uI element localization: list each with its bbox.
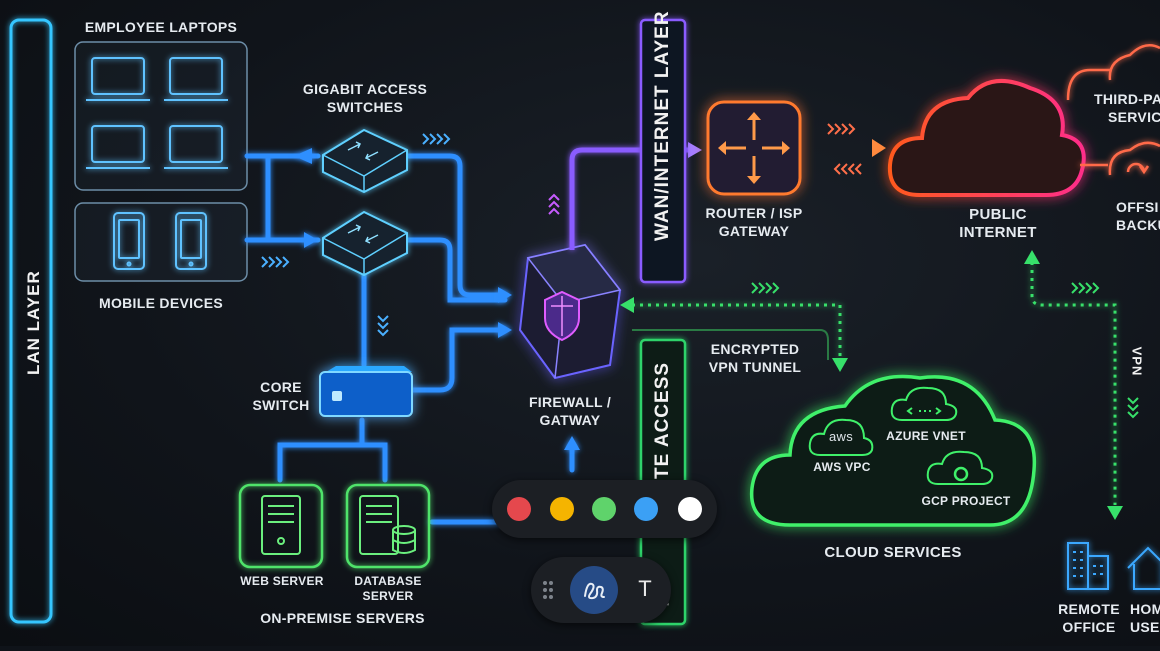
wan-layer-box [639,18,687,284]
mobile-icons [113,212,207,270]
color-palette [492,480,717,538]
core-switch-label-line1: CORE [260,379,302,395]
firewall-label: FIREWALL / GATWAY [510,393,630,429]
core-switch-label: CORE SWITCH [238,378,324,414]
offsite-backup-cloud [1080,141,1160,176]
isp-arrowhead [872,139,886,157]
offsite-backup-label-line2: BACKU [1116,217,1160,233]
draw-tool-button[interactable] [570,566,618,614]
pen-squiggle-icon [584,582,605,600]
wan-link [569,147,690,250]
wan-arrowhead [688,142,702,158]
color-swatch-white[interactable] [678,497,702,521]
vpn-arrowhead-up [1024,250,1040,264]
public-internet-label-line1: PUBLIC [969,206,1027,223]
remote-office-label-line1: REMOTE [1058,601,1120,617]
laptop-icons [86,57,228,169]
gcp-cloud-icon [926,450,994,485]
web-server-icon [261,495,301,555]
remote-office-label-line2: OFFICE [1062,619,1116,635]
color-swatch-blue[interactable] [634,497,658,521]
lan-arrowheads [294,148,580,450]
mobile-panel [74,202,248,282]
aws-vpc-label: AWS VPC [813,460,871,474]
web-server-label: WEB SERVER [240,574,324,588]
on-premise-servers-label: ON-PREMISE SERVERS [260,610,425,626]
lan-links [244,153,575,525]
home-user-label-line2: USE [1130,619,1160,635]
drag-handle-icon[interactable] [543,581,555,599]
lan-layer-bar [9,18,53,624]
gcp-project-label: GCP PROJECT [921,494,1011,508]
firewall-label-line1: FIREWALL / [528,394,612,410]
vpn-line-secondary [632,329,829,360]
vpn-arrowhead-remote [1107,506,1123,520]
core-switch-label-line2: SWITCH [252,397,310,413]
aws-logo-text: aws [828,429,854,444]
color-swatch-red[interactable] [507,497,531,521]
public-internet-label: PUBLIC INTERNET [948,206,1048,242]
up-chevrons [548,193,560,215]
cloud-services-label: CLOUD SERVICES [824,544,962,561]
third-party-label-line1: THIRD-PA [1094,91,1160,107]
database-server-label-line2: SERVER [362,589,414,603]
vpn-tunnel-label-line2: VPN TUNNEL [708,359,802,375]
third-party-cloud [1066,43,1160,101]
access-switches-label-line1: GIGABIT ACCESS [302,81,428,97]
home-user-label: HOM USE [1130,600,1160,636]
vpn-links [632,262,1117,505]
laptops-label: EMPLOYEE LAPTOPS [84,19,238,35]
offsite-backup-label-line1: OFFSI [1116,199,1159,215]
home-user-icon [1127,546,1160,590]
access-switch-1 [322,128,408,194]
router-label-line1: ROUTER / ISP [705,205,803,221]
web-server-box [238,483,324,569]
color-swatch-yellow[interactable] [550,497,574,521]
chevron-markers [261,133,451,337]
vpn-tunnel-label-line1: ENCRYPTED [710,341,800,357]
vpn-label: VPN [1129,346,1145,377]
access-switches-label-line2: SWITCHES [326,99,404,115]
public-internet-label-line2: INTERNET [959,224,1037,241]
router-device [706,100,802,196]
annotation-toolbar: T [531,557,671,623]
wan-layer-label: WAN/INTERNET LAYER [652,10,673,241]
database-server-label: DATABASE SERVER [338,574,438,604]
home-user-label-line1: HOM [1130,601,1160,617]
text-tool-button[interactable]: T [638,576,652,601]
firewall-device [518,243,622,380]
color-swatch-green[interactable] [592,497,616,521]
access-switches-label: GIGABIT ACCESS SWITCHES [295,80,435,116]
vpn-chevrons [751,282,1139,419]
core-switch [319,366,413,417]
third-party-label: THIRD-PA SERVIC [1094,90,1160,126]
remote-access-label: TE ACCESS [652,361,673,479]
access-switch-2 [322,210,408,277]
router-label-line2: GATEWAY [718,223,790,239]
offsite-backup-label: OFFSI BACKU [1116,198,1160,234]
mobile-label: MOBILE DEVICES [99,295,223,311]
vpn-arrowhead-left [620,297,634,313]
public-internet-cloud [887,79,1086,197]
isp-chevrons [827,123,862,175]
cloud-services-cloud [749,374,1037,527]
database-server-label-line1: DATABASE [354,574,422,588]
vpn-arrowhead-down [832,358,848,372]
router-label: ROUTER / ISP GATEWAY [694,204,814,240]
remote-office-label: REMOTE OFFICE [1052,600,1126,636]
laptops-panel [74,41,248,191]
third-party-label-line2: SERVIC [1108,109,1160,125]
lan-layer-label: LAN LAYER [24,270,43,375]
azure-cloud-icon [890,386,958,421]
azure-vnet-label: AZURE VNET [886,429,966,443]
remote-office-icon [1067,542,1109,590]
aws-cloud-icon [808,418,874,456]
database-server-icon [359,495,416,555]
database-server-box [345,483,431,569]
firewall-label-line2: GATWAY [539,412,601,428]
vpn-tunnel-label: ENCRYPTED VPN TUNNEL [700,340,810,376]
